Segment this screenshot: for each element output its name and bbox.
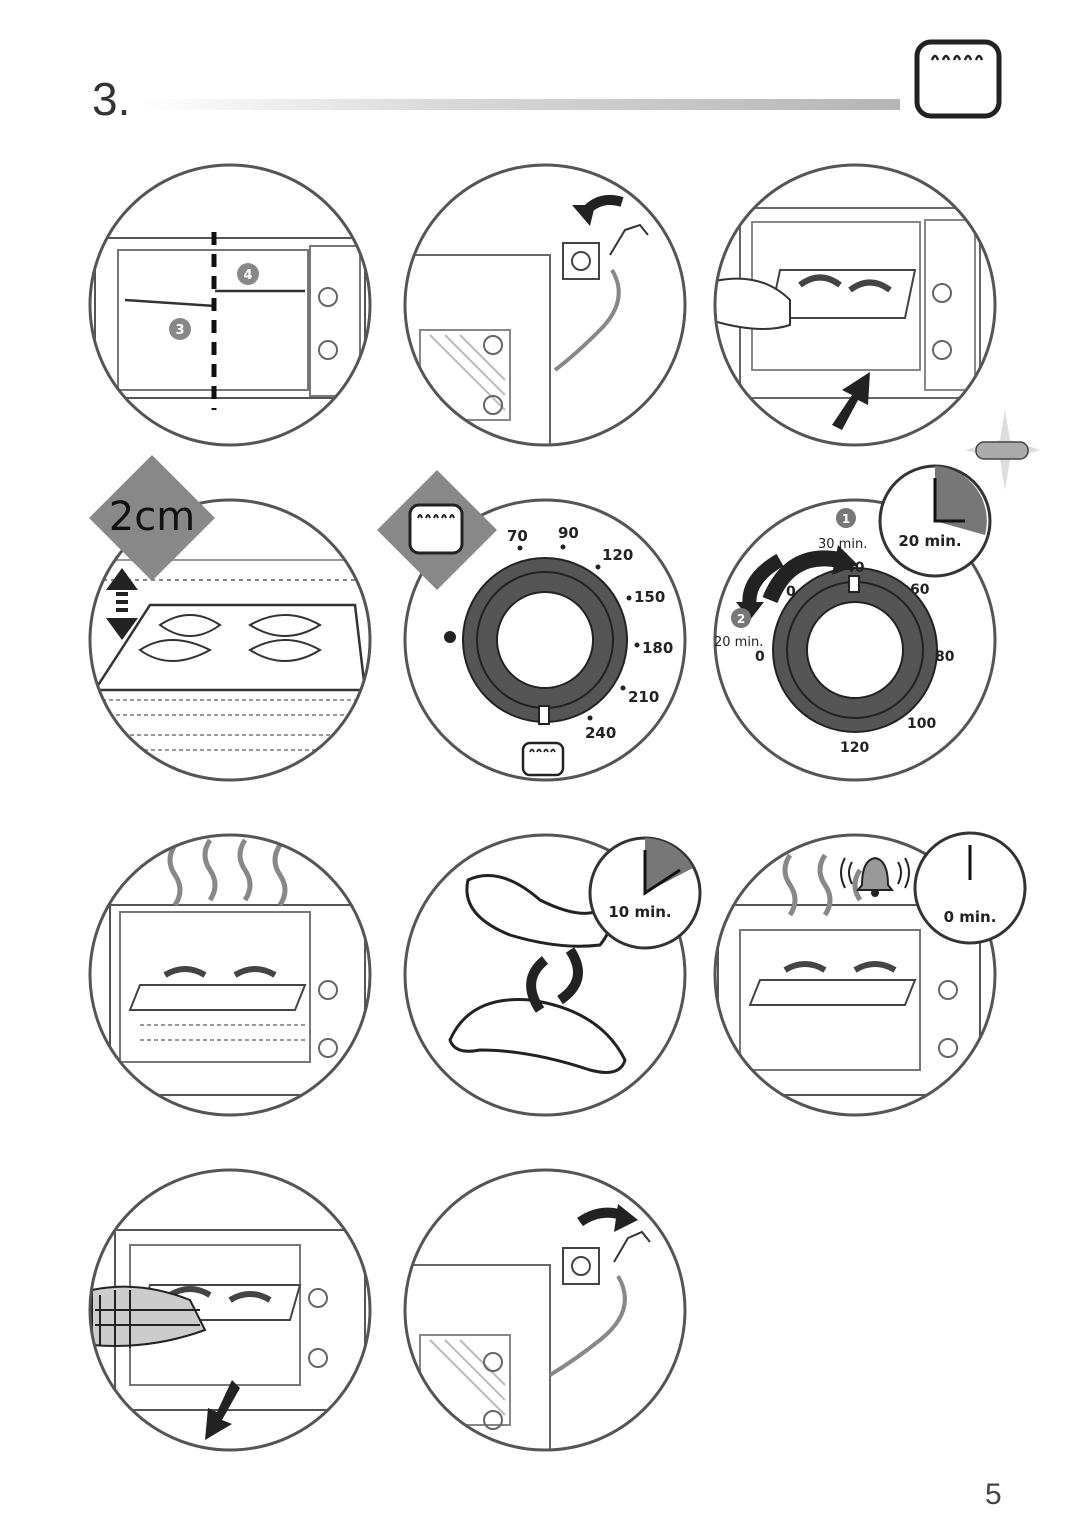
timer-20-label: 20 min. xyxy=(898,532,961,550)
step-2-badge: 2 xyxy=(731,608,751,628)
bell-icon xyxy=(840,856,910,897)
panel-timer-done: 0 min. xyxy=(713,831,1027,1117)
top-heat-small-icon xyxy=(521,741,565,777)
timer-0-top: 0 xyxy=(786,584,796,600)
arrow-down-icon xyxy=(205,1380,240,1440)
sausage-top-icon xyxy=(465,874,612,948)
panel-remove-tray xyxy=(88,1168,372,1452)
flip-arrows-icon xyxy=(557,947,583,1005)
rack-position-3-badge: 3 xyxy=(169,318,191,340)
timer-10min-clock-icon: 10 min. xyxy=(588,836,702,950)
2cm-diamond-badge: 2cm xyxy=(89,455,215,581)
rotate-arrow-1-icon xyxy=(762,550,842,604)
panel-insert-tray xyxy=(713,163,997,447)
rack-label-3: 3 xyxy=(175,323,184,338)
temp-120: 120 xyxy=(602,546,633,564)
curved-arrow-icon xyxy=(577,1207,624,1227)
step-divider-bar xyxy=(140,99,900,110)
panel-timer-dial: 40 60 80 100 120 0 0 30 min. 20 min. 1 2… xyxy=(713,410,1040,782)
rack-label-4: 4 xyxy=(243,268,252,283)
timer-120: 120 xyxy=(840,740,869,756)
timer-80: 80 xyxy=(935,649,955,665)
panel-unplug xyxy=(403,163,687,447)
top-heat-icon xyxy=(914,39,1002,119)
timer-30-label: 30 min. xyxy=(818,537,867,552)
svg-text:1: 1 xyxy=(842,512,850,526)
panel-rack-position: 4 3 xyxy=(88,163,372,447)
panel-2cm-gap: 2cm xyxy=(88,455,372,782)
temp-90: 90 xyxy=(558,524,579,542)
temp-240: 240 xyxy=(585,724,616,742)
svg-text:2: 2 xyxy=(737,612,745,626)
timer-10-label: 10 min. xyxy=(608,903,671,921)
timer-0-left: 0 xyxy=(755,649,765,665)
rack-position-4-badge: 4 xyxy=(237,263,259,285)
step-1-badge: 1 xyxy=(836,508,856,528)
top-heat-diamond-badge xyxy=(377,470,497,590)
arrow-up-icon xyxy=(832,372,870,430)
curved-arrow-icon xyxy=(581,195,624,216)
timer-0min-clock-icon: 0 min. xyxy=(913,831,1027,945)
timer-20-small-label: 20 min. xyxy=(714,635,763,650)
panel-turn-sausage: 10 min. xyxy=(403,833,702,1117)
gap-arrows-icon xyxy=(106,568,138,640)
sausage-bottom-icon xyxy=(448,998,627,1074)
temp-70: 70 xyxy=(507,527,528,545)
timer-40: 40 xyxy=(845,560,865,576)
indicator-light-icon xyxy=(965,410,1040,490)
temp-150: 150 xyxy=(634,588,665,606)
temp-180: 180 xyxy=(642,639,673,657)
timer-0-label: 0 min. xyxy=(944,908,997,926)
timer-100: 100 xyxy=(907,716,936,732)
step-number: 3. xyxy=(92,73,131,125)
oven-glove-icon xyxy=(91,1285,207,1347)
page-number: 5 xyxy=(985,1478,1002,1511)
timer-60: 60 xyxy=(910,582,930,598)
temp-210: 210 xyxy=(628,688,659,706)
rotate-arrow-2-icon xyxy=(742,553,784,610)
timer-20min-clock-icon: 20 min. xyxy=(878,464,992,578)
panel-cooking xyxy=(88,833,372,1117)
panel-temperature-dial: 70 90 120 150 180 210 240 xyxy=(377,470,687,782)
gap-label: 2cm xyxy=(109,494,195,540)
panel-unplug-final xyxy=(403,1168,687,1452)
